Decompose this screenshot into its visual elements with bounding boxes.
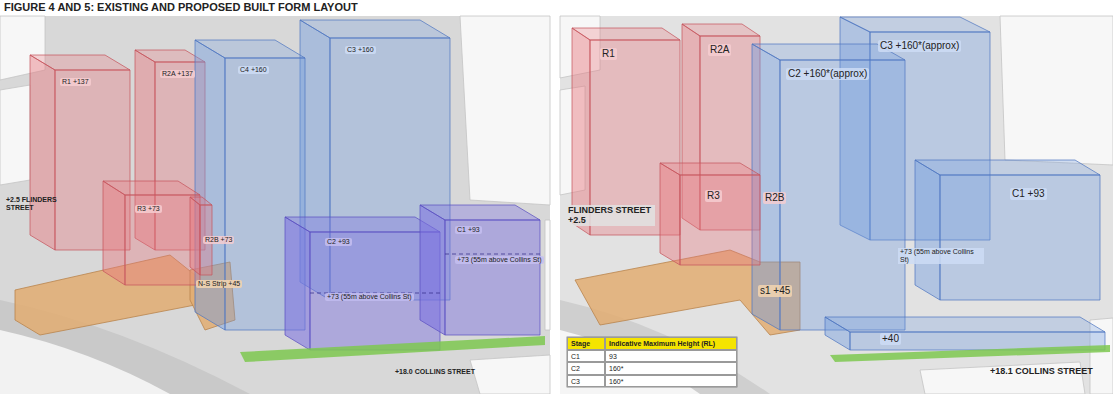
- height-label: N-S Strip +45: [196, 280, 242, 288]
- height-label: s1 +45: [758, 285, 792, 297]
- height-label: +73 (55m above Collins St): [455, 256, 544, 264]
- building-face: [680, 175, 760, 265]
- ground: [0, 16, 550, 394]
- context-building: [1000, 16, 1113, 165]
- building-mass: R1 +137: [60, 78, 91, 86]
- height-label: R2B: [763, 192, 786, 204]
- table-cell: C1: [567, 350, 605, 363]
- figure-title: FIGURE 4 AND 5: EXISTING AND PROPOSED BU…: [4, 1, 358, 13]
- building-face: [190, 197, 212, 205]
- building-mass: C2 +160*(approx): [786, 68, 869, 80]
- table-cell: Stage: [567, 337, 605, 350]
- building-face: [825, 317, 1105, 332]
- building-face: [190, 197, 200, 275]
- context-building: [545, 220, 550, 330]
- height-label: C3 +160*(approx): [878, 40, 961, 52]
- building-mass: +40: [880, 333, 901, 345]
- building-face: [840, 17, 990, 32]
- rail-viaduct: [0, 330, 170, 394]
- building-mass: C1 +93 +73 (55m above Collins St): [455, 226, 544, 264]
- building-face: [285, 217, 310, 350]
- height-label: R2A +137: [160, 70, 195, 78]
- height-label: C3 +160: [345, 46, 376, 54]
- building-face: [135, 50, 205, 62]
- building-mass: C3 +160*(approx): [878, 40, 961, 52]
- building-face: [572, 28, 680, 40]
- street-label: FLINDERS STREET +2.5: [566, 205, 655, 226]
- table-cell: 160*: [605, 362, 737, 375]
- street-label: +2.5 FLINDERS STREET: [6, 196, 61, 212]
- height-label: C2 +160*(approx): [786, 68, 869, 80]
- building-face: [915, 160, 1100, 175]
- ground: [560, 16, 1113, 394]
- building-face: [572, 28, 590, 235]
- street-label: +73 (55m above Collins St): [898, 248, 984, 264]
- building-mass: C1 +93: [1010, 188, 1047, 200]
- building-mass: s1 +45: [758, 285, 792, 297]
- building-mass: C4 +160: [238, 66, 269, 74]
- table-cell: 93: [605, 350, 737, 363]
- height-line: [445, 254, 540, 255]
- building-face: [780, 60, 905, 330]
- building-face: [285, 217, 440, 232]
- building-face: [660, 163, 680, 265]
- building-mass: R2A: [708, 44, 731, 56]
- table-cell: Indicative Maximum Height (RL): [605, 337, 737, 350]
- building-face: [195, 40, 305, 58]
- street-label: +18.0 COLLINS STREET: [395, 368, 475, 376]
- height-label: R1 +137: [60, 78, 91, 86]
- building-mass: N-S Strip +45: [196, 280, 242, 288]
- table-cell: C2: [567, 362, 605, 375]
- building-mass: R3 +73: [135, 205, 162, 213]
- building-face: [915, 160, 940, 300]
- building-face: [300, 20, 450, 38]
- building-mass: R2B: [763, 192, 786, 204]
- building-face: [420, 205, 540, 220]
- building-face: [660, 163, 760, 175]
- street-label: +18.1 COLLINS STREET: [990, 366, 1093, 376]
- building-face: [103, 181, 200, 195]
- building-face: [103, 181, 125, 285]
- table-cell: C3: [567, 375, 605, 388]
- building-mass: C2 +93 +73 (55m above Collins St): [325, 238, 414, 301]
- table-frame: [567, 337, 737, 387]
- building-face: [445, 220, 540, 335]
- height-label: R2A: [708, 44, 731, 56]
- building-mass: R1: [600, 48, 617, 60]
- context-building: [460, 16, 550, 205]
- height-label: +40: [880, 333, 901, 345]
- building-mass: C3 +160: [345, 46, 376, 54]
- building-face: [30, 55, 130, 70]
- building-face: [30, 55, 55, 250]
- height-label: R3: [705, 190, 722, 202]
- context-building: [470, 355, 550, 394]
- building-face: [682, 24, 760, 36]
- height-label: C4 +160: [238, 66, 269, 74]
- building-face: [125, 195, 200, 285]
- context-building: [0, 85, 30, 185]
- rail-viaduct: [560, 300, 770, 394]
- building-face: [940, 175, 1100, 300]
- height-label: C2 +93: [325, 238, 352, 246]
- building-face: [420, 205, 445, 335]
- table-cell: 160*: [605, 375, 737, 388]
- height-label: R1: [600, 48, 617, 60]
- building-mass: R2B +73: [203, 236, 234, 244]
- height-label: +73 (55m above Collins St): [325, 293, 414, 301]
- height-label: R2B +73: [203, 236, 234, 244]
- building-mass: R3: [705, 190, 722, 202]
- height-label: C1 +93: [455, 226, 482, 234]
- street-edge: [830, 345, 1110, 362]
- street-edge: [240, 336, 545, 362]
- building-mass: R2A +137: [160, 70, 195, 78]
- height-label: C1 +93: [1010, 188, 1047, 200]
- height-label: R3 +73: [135, 205, 162, 213]
